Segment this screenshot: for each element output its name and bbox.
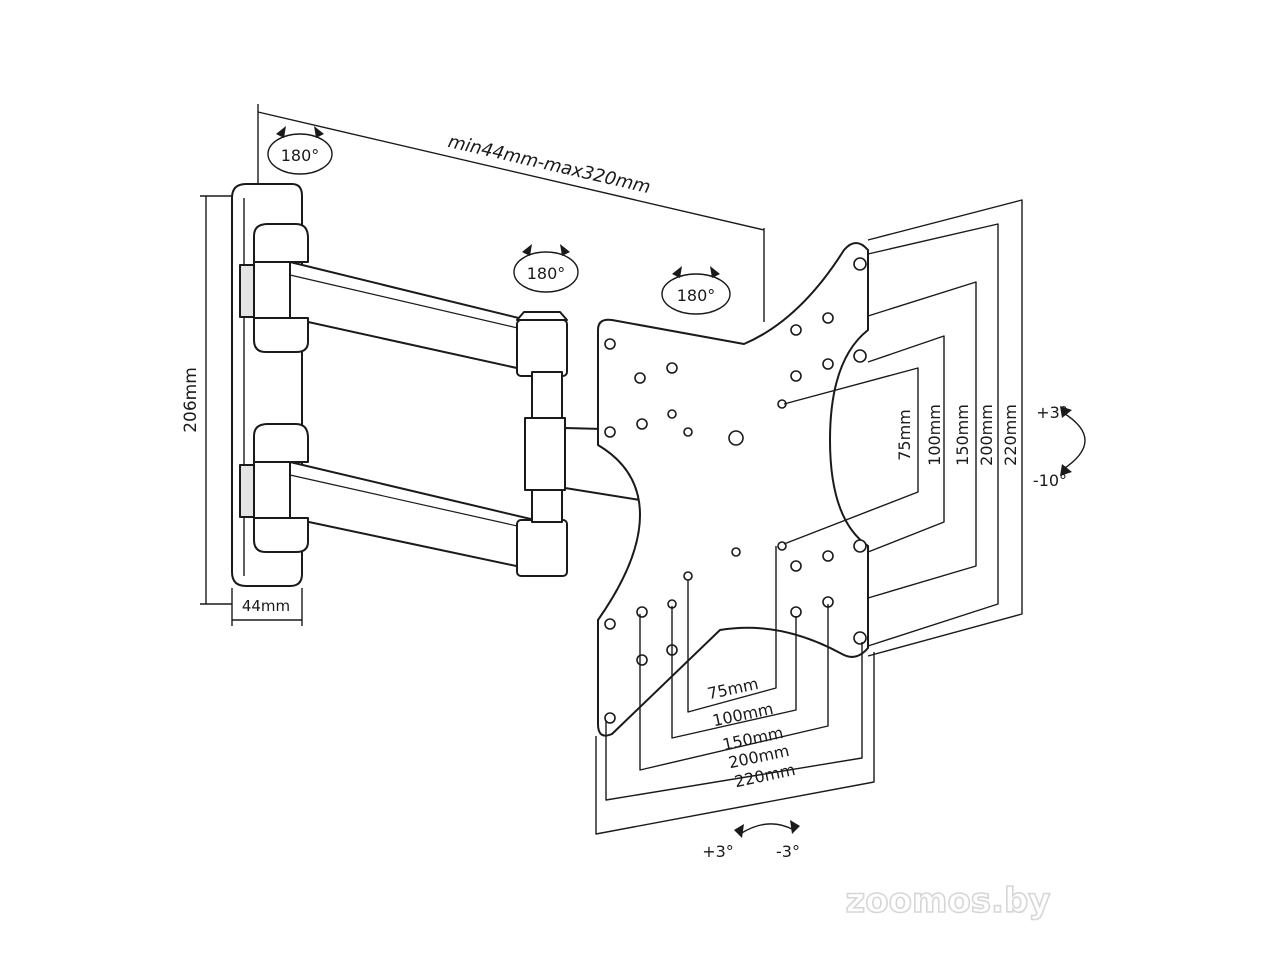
arm-extension-label: min44mm-max320mm bbox=[446, 131, 652, 198]
wall-rotation-label: 180° bbox=[281, 146, 320, 165]
rotation-arrows bbox=[267, 133, 1086, 835]
lower-arm bbox=[253, 423, 568, 577]
watermark: zoomos.by bbox=[846, 881, 1051, 921]
wall-depth-label: 44mm bbox=[242, 597, 290, 615]
head-rotation-label: 180° bbox=[677, 286, 716, 305]
vesa-vertical-150: 150mm bbox=[953, 404, 972, 466]
vesa-vertical-75: 75mm bbox=[895, 409, 914, 461]
wall-height-label: 206mm bbox=[181, 367, 201, 433]
vesa-vertical-220: 220mm bbox=[1001, 404, 1020, 466]
middle-rotation-label: 180° bbox=[527, 264, 566, 283]
arrow-heads bbox=[276, 126, 1072, 838]
tilt-up-label: +3° bbox=[1036, 403, 1068, 422]
vesa-vertical-200: 200mm bbox=[977, 404, 996, 466]
vesa-plate bbox=[597, 242, 869, 737]
vesa-vertical-100: 100mm bbox=[925, 404, 944, 466]
swivel-left-label: +3° bbox=[702, 842, 734, 861]
dimension-lines bbox=[200, 104, 1023, 835]
vesa-horizontal-75: 75mm bbox=[706, 674, 760, 703]
tilt-down-label: -10° bbox=[1033, 471, 1067, 490]
swivel-right-label: -3° bbox=[776, 842, 800, 861]
